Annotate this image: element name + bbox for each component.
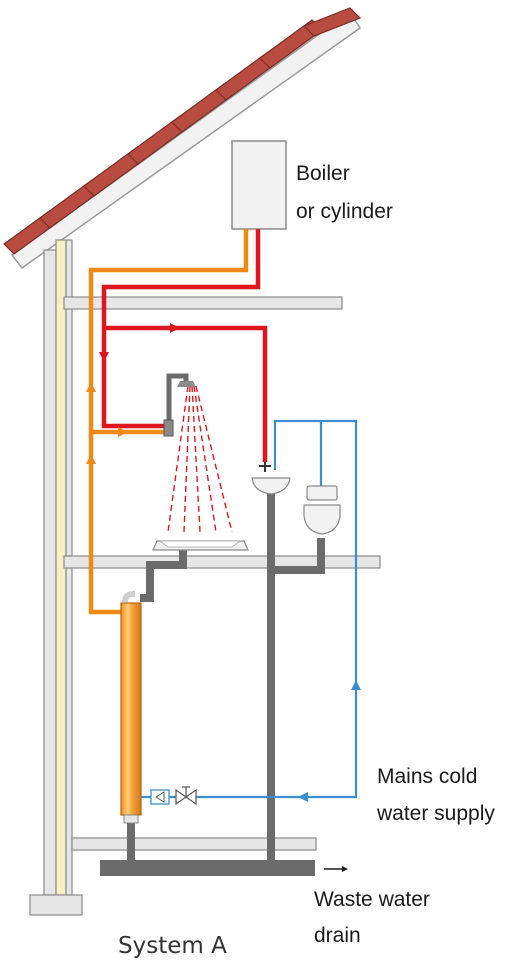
wash-basin-icon <box>251 477 291 495</box>
waste-drain-pipe <box>100 860 315 876</box>
toilet-icon <box>303 485 341 535</box>
waste-label-line2: drain <box>314 924 361 947</box>
roof <box>3 7 362 270</box>
boiler-icon <box>231 140 287 230</box>
heat-exchanger-icon <box>120 591 142 824</box>
basin-tap <box>259 462 271 472</box>
waste-label-line1: Waste water <box>314 888 430 911</box>
mains-label-line1: Mains cold <box>377 765 478 788</box>
preheated-flow-arrows <box>86 382 128 464</box>
boiler-label-line2: or cylinder <box>296 200 393 223</box>
floors <box>63 296 381 851</box>
stop-valve-icon <box>175 786 197 806</box>
shower-tray-icon <box>152 540 249 551</box>
hot-flow-arrow-down <box>99 352 109 362</box>
cold-flow-arrows <box>298 680 361 802</box>
waste-pipes <box>127 490 325 862</box>
check-valve-icon <box>150 789 170 805</box>
diagram-caption: System A <box>118 933 227 959</box>
wall <box>29 239 83 916</box>
shower-head-icon <box>166 373 196 430</box>
waste-arrow-head <box>342 866 348 872</box>
hot-flow-arrow <box>170 323 180 333</box>
shower-spray <box>167 385 233 533</box>
mains-label-line2: water supply <box>377 802 495 825</box>
cold-water-pipes <box>141 419 358 799</box>
preheated-water-pipes <box>88 229 249 615</box>
shower-mixer-icon <box>163 419 174 437</box>
hot-water-pipes <box>101 229 268 462</box>
boiler-label-line1: Boiler <box>296 162 350 185</box>
